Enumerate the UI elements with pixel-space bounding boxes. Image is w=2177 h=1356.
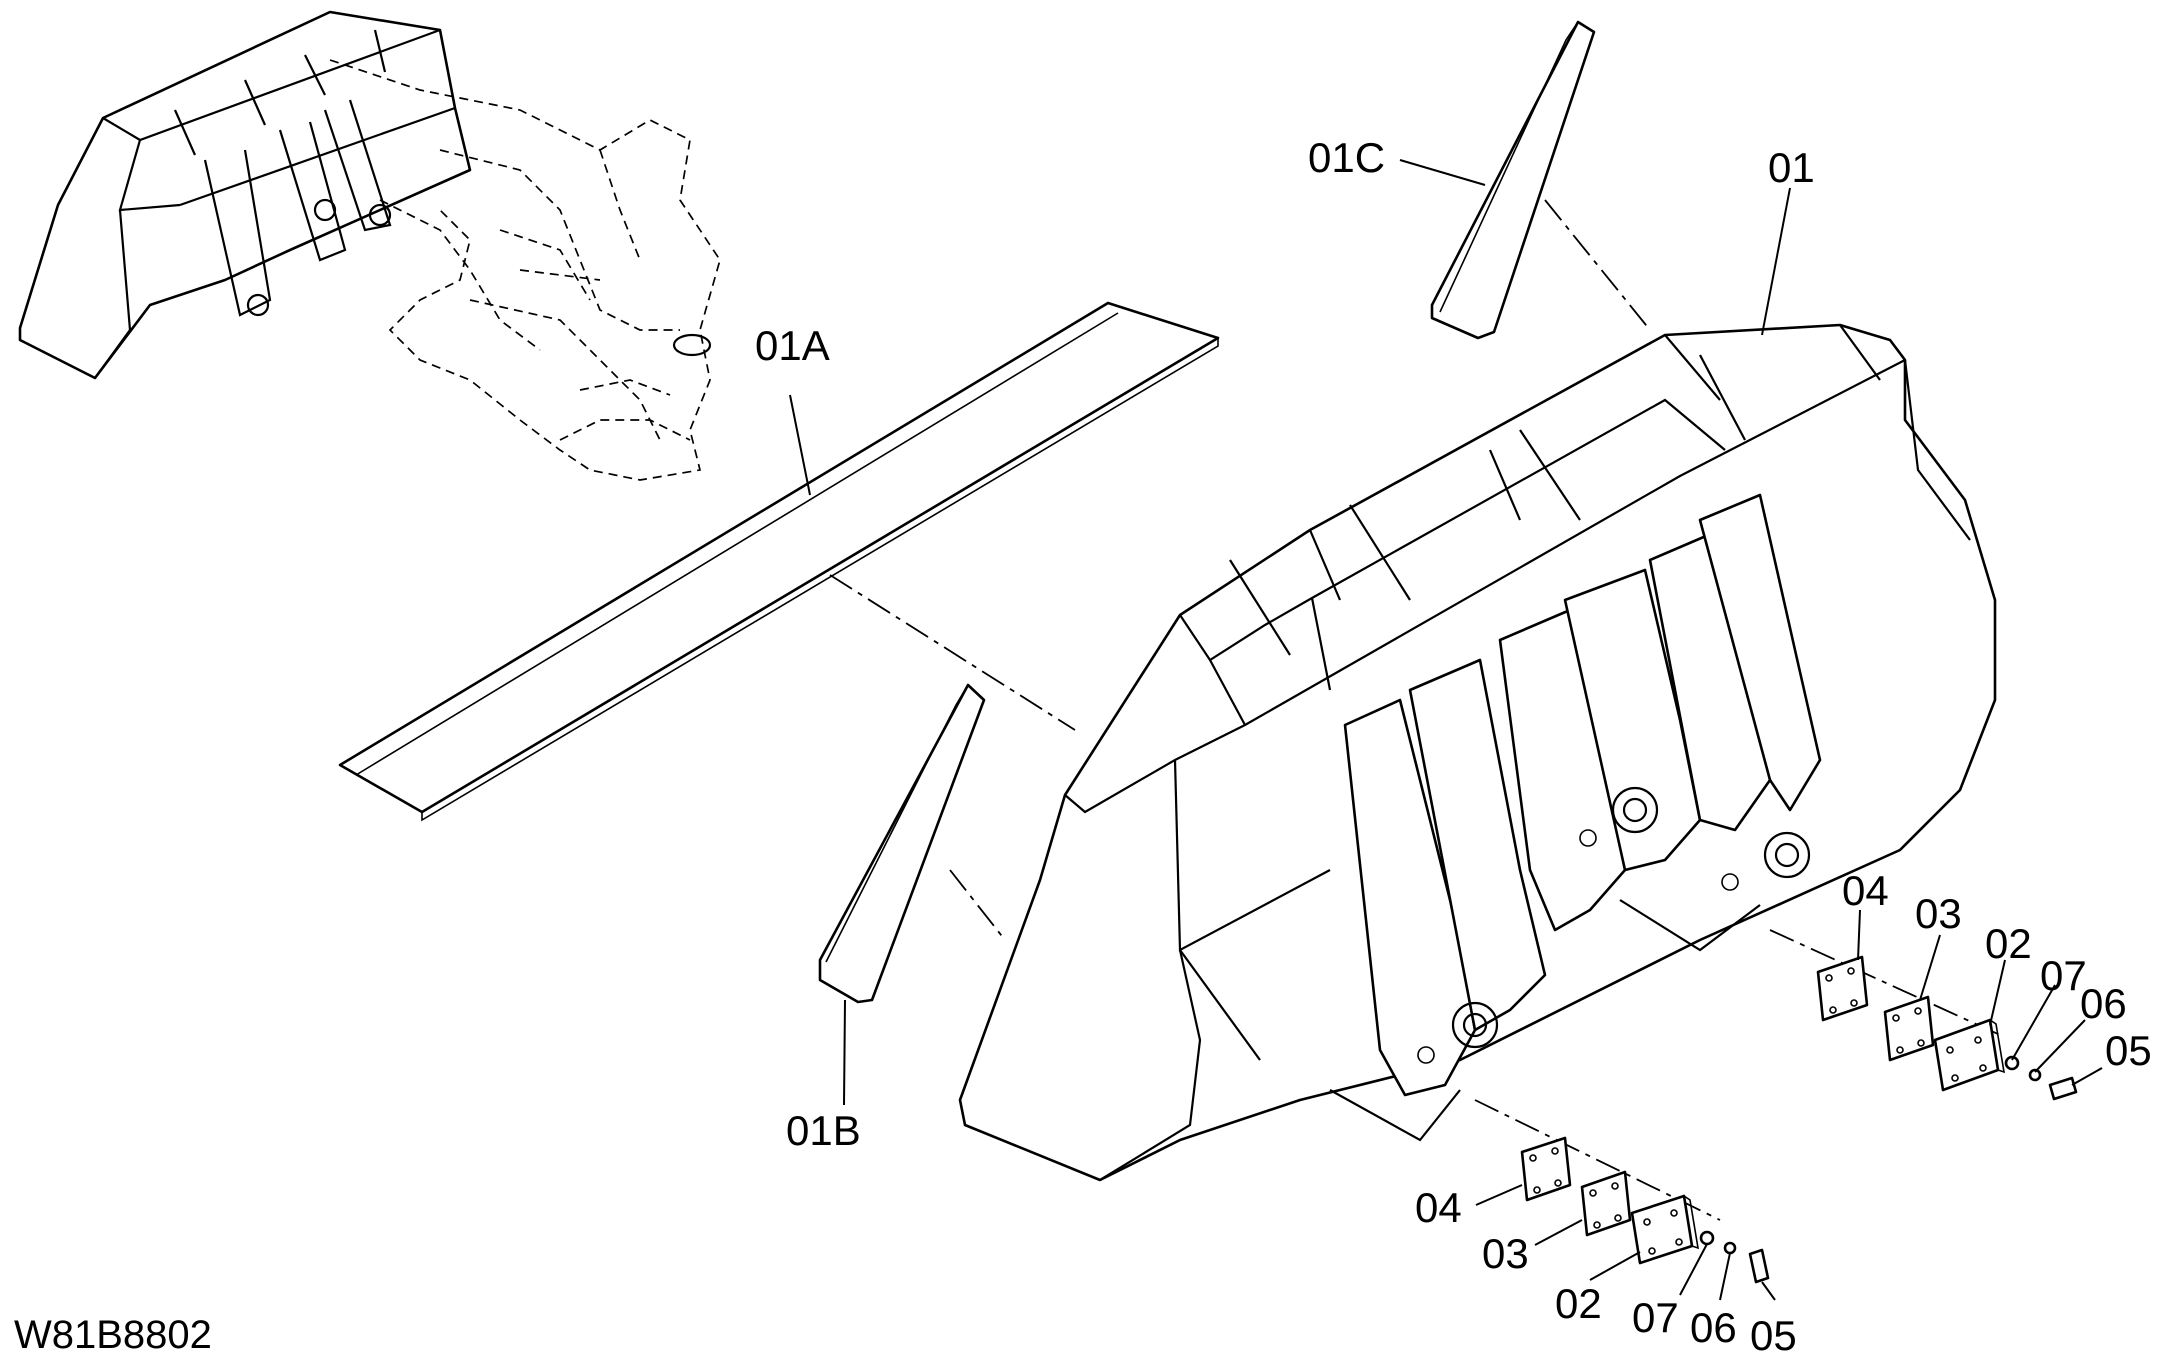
callout-01c: 01C (1308, 134, 1385, 181)
callout-01a: 01A (755, 322, 830, 369)
callout-04-upper: 04 (1842, 867, 1889, 914)
leader-lines (789, 159, 2103, 1301)
side-cutter-left-01b (818, 683, 986, 1004)
callout-03-lower: 03 (1482, 1230, 1529, 1277)
callout-05-upper: 05 (2105, 1027, 2152, 1074)
callout-02-lower: 02 (1555, 1280, 1602, 1327)
callout-labels: 01C 01 01A 01B 04 03 02 07 06 05 04 03 0… (755, 134, 2152, 1356)
bucket-01 (958, 323, 1997, 1182)
inset-assembly-view (18, 10, 721, 481)
callout-01b: 01B (786, 1107, 861, 1154)
cutting-edge-01a (338, 301, 1220, 822)
callout-07-lower: 07 (1632, 1294, 1679, 1341)
callout-04-lower: 04 (1415, 1184, 1462, 1231)
side-cutter-right-01c (1430, 20, 1596, 340)
callout-05-lower: 05 (1750, 1312, 1797, 1356)
hardware-stack-upper (1816, 955, 2078, 1101)
callout-03-upper: 03 (1915, 890, 1962, 937)
hardware-stack-lower (1520, 1136, 1770, 1284)
callout-01: 01 (1768, 144, 1815, 191)
callout-07-upper: 07 (2040, 952, 2087, 999)
drawing-code: W81B8802 (14, 1313, 212, 1356)
callout-06-lower: 06 (1690, 1304, 1737, 1351)
callout-06-upper: 06 (2080, 980, 2127, 1027)
callout-02-upper: 02 (1985, 920, 2032, 967)
